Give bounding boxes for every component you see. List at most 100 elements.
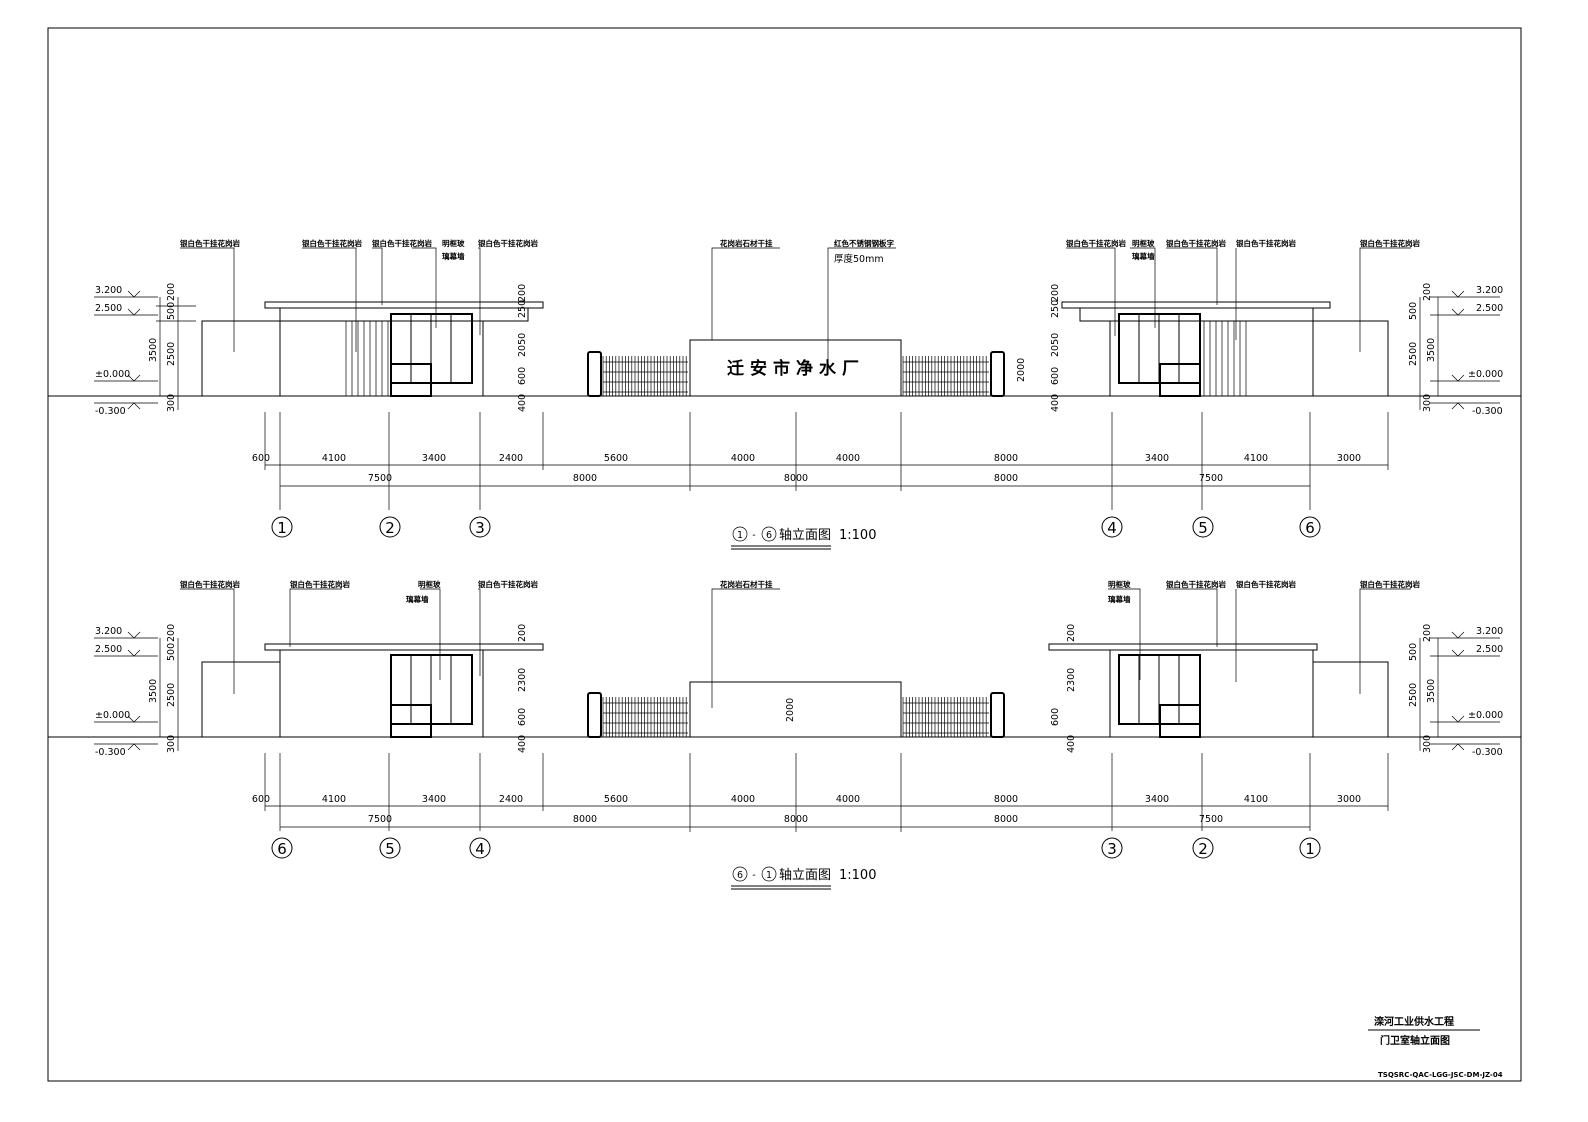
label: 花岗岩石材干挂 bbox=[720, 579, 773, 589]
vdim: 200 bbox=[1422, 283, 1433, 301]
title-dash: - bbox=[752, 530, 755, 541]
right-cladding-lines bbox=[1203, 321, 1247, 396]
vdim: 400 bbox=[1050, 394, 1061, 412]
dim: 8000 bbox=[994, 814, 1018, 825]
vdim: 3500 bbox=[1426, 679, 1437, 703]
dim: 5600 bbox=[604, 453, 628, 464]
left-main-wall bbox=[279, 320, 484, 397]
axis-label: 1 bbox=[277, 519, 287, 537]
vdim: 2300 bbox=[517, 668, 528, 692]
elevation-bottom: 银白色干挂花岗岩 银白色干挂花岗岩 明框玻 璃幕墙 银白色干挂花岗岩 花岗岩石材… bbox=[48, 579, 1521, 890]
dim: 5600 bbox=[604, 794, 628, 805]
dim: 3000 bbox=[1337, 794, 1361, 805]
left-cladding-lines bbox=[345, 321, 389, 396]
axis-label: 4 bbox=[475, 840, 485, 858]
sign-text: 迁安市净水厂 bbox=[727, 358, 865, 379]
elevation: -0.300 bbox=[1472, 406, 1503, 417]
axis-label: 5 bbox=[385, 840, 395, 858]
drawing-name: 门卫室轴立面图 bbox=[1380, 1034, 1450, 1047]
axis-label: 3 bbox=[475, 519, 485, 537]
axis-label: 5 bbox=[1198, 519, 1208, 537]
elevation: ±0.000 bbox=[1468, 710, 1503, 721]
dim: 8000 bbox=[573, 473, 597, 484]
sign-wall-back bbox=[689, 681, 902, 738]
right-main-wall bbox=[1109, 320, 1314, 397]
vdim: 2500 bbox=[1408, 342, 1419, 366]
dim: 8000 bbox=[994, 794, 1018, 805]
vdim: 600 bbox=[1050, 708, 1061, 726]
elevation: 3.200 bbox=[95, 285, 122, 296]
right-gate bbox=[902, 692, 1005, 738]
elevation: 2.500 bbox=[95, 644, 122, 655]
left-roof-slab bbox=[264, 301, 544, 309]
label: 银白色干挂花岗岩 bbox=[1360, 238, 1420, 248]
axis-bubbles-bottom bbox=[271, 837, 1321, 859]
right-low-wing bbox=[1312, 320, 1389, 397]
vdim: 200 bbox=[166, 283, 177, 301]
dim: 8000 bbox=[994, 473, 1018, 484]
axis-label: 6 bbox=[1305, 519, 1315, 537]
dim: 4100 bbox=[1244, 453, 1268, 464]
drawing-code: TSQSRC-QAC-LGG-JSC-DM-JZ-04 bbox=[1378, 1071, 1503, 1079]
vdim: 600 bbox=[517, 708, 528, 726]
dim-chain-top bbox=[264, 412, 1389, 510]
dim: 3400 bbox=[422, 453, 446, 464]
vdim: 2500 bbox=[166, 342, 177, 366]
label: 银白色干挂花岗岩 bbox=[372, 238, 432, 248]
label: 璃幕墙 bbox=[1108, 594, 1131, 604]
elevation-top: 迁安市净水厂 bbox=[48, 238, 1521, 550]
elevation: 3.200 bbox=[1476, 285, 1503, 296]
dim: 4000 bbox=[836, 794, 860, 805]
elevation: ±0.000 bbox=[1468, 369, 1503, 380]
label: 银白色干挂花岗岩 bbox=[180, 579, 240, 589]
elev-markers-left-bottom bbox=[94, 631, 179, 751]
dim: 4000 bbox=[836, 453, 860, 464]
view-title-top bbox=[731, 526, 831, 550]
elevation: 2.500 bbox=[95, 303, 122, 314]
vdim: 300 bbox=[166, 735, 177, 753]
dim: 4100 bbox=[322, 453, 346, 464]
view-title: 轴立面图 bbox=[779, 528, 831, 543]
dim: 600 bbox=[252, 453, 270, 464]
title-axis-a: 6 bbox=[737, 870, 743, 881]
dim: 2400 bbox=[499, 794, 523, 805]
elev-markers-right-bottom bbox=[1419, 631, 1500, 751]
dim: 7500 bbox=[368, 814, 392, 825]
label: 明框玻 bbox=[1132, 238, 1155, 248]
vdim: 3500 bbox=[1426, 338, 1437, 362]
elev-markers-left-top bbox=[94, 290, 196, 410]
vdim: 600 bbox=[1050, 367, 1061, 385]
label: 银白色干挂花岗岩 bbox=[180, 238, 240, 248]
vdim: 500 bbox=[1408, 302, 1419, 320]
label: 花岗岩石材干挂 bbox=[720, 238, 773, 248]
dim-chain-bottom bbox=[264, 753, 1389, 832]
vdim: 400 bbox=[517, 394, 528, 412]
view-scale: 1:100 bbox=[839, 528, 876, 543]
vdim: 500 bbox=[1408, 643, 1419, 661]
dim: 600 bbox=[252, 794, 270, 805]
vdim: 250 bbox=[517, 300, 528, 318]
label: 明框玻 bbox=[1108, 579, 1131, 589]
right-gate bbox=[902, 351, 1005, 397]
vdim: 500 bbox=[166, 302, 177, 320]
view-title: 轴立面图 bbox=[779, 868, 831, 883]
axis-label: 2 bbox=[385, 519, 395, 537]
label: 明框玻 bbox=[442, 238, 465, 248]
right-low-wing bbox=[1312, 661, 1389, 738]
vdim: 2000 bbox=[785, 698, 796, 722]
right-roof-slab bbox=[1048, 643, 1318, 651]
label: 银白色干挂花岗岩 bbox=[1236, 579, 1296, 589]
leader-lines-bottom bbox=[180, 588, 1411, 708]
dim: 3400 bbox=[1145, 453, 1169, 464]
vdim: 200 bbox=[517, 284, 528, 302]
label: 银白色干挂花岗岩 bbox=[1236, 238, 1296, 248]
vdim: 2050 bbox=[517, 333, 528, 357]
label: 厚度50mm bbox=[834, 253, 884, 265]
right-glass-curtain bbox=[1118, 313, 1201, 397]
elevation: ±0.000 bbox=[95, 369, 130, 380]
dim: 7500 bbox=[1199, 814, 1223, 825]
axis-label: 2 bbox=[1198, 840, 1208, 858]
right-roof-slab bbox=[1061, 301, 1331, 309]
elevation: ±0.000 bbox=[95, 710, 130, 721]
